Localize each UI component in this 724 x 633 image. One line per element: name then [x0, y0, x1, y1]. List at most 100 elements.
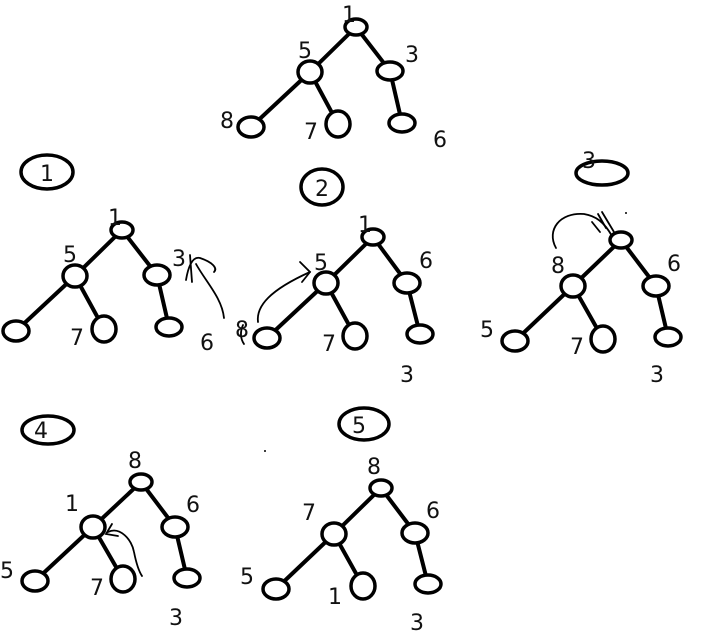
tree-node: [236, 115, 266, 139]
node-label: 6: [426, 499, 440, 524]
node-label: 6: [433, 128, 447, 153]
node-label: 5: [63, 243, 77, 268]
node-label: 7: [322, 332, 336, 357]
tree-node: [392, 271, 422, 295]
node-label: 8: [367, 455, 381, 480]
tree-node: [413, 573, 443, 595]
edge: [249, 70, 312, 129]
tree-step-1: 1 1 5 3 7 6: [1, 153, 245, 356]
node-label: 8: [128, 449, 142, 474]
tree-node: [324, 109, 352, 139]
edge: [513, 284, 575, 343]
edge: [14, 274, 77, 333]
node-label: 5: [298, 39, 312, 64]
tree-node: [312, 270, 340, 296]
tree-node: [128, 472, 154, 492]
node-label: 6: [419, 249, 433, 274]
tree-node: [296, 59, 324, 85]
node-label: 6: [200, 331, 214, 356]
tree-node: [261, 577, 291, 601]
step-badge: [299, 167, 345, 207]
node-label: 3: [169, 606, 183, 631]
node-label: 5: [240, 565, 254, 590]
step-badge: [19, 153, 75, 191]
tree-node: [252, 326, 282, 350]
tree-node: [405, 323, 435, 345]
tree-node: [79, 514, 107, 540]
step-badge: [574, 159, 630, 187]
tree-step-3: 3 8 6 5 7 3: [480, 149, 683, 388]
swap-arrow: [256, 271, 311, 323]
node-label: 7: [302, 501, 316, 526]
step-number: 3: [582, 149, 596, 174]
node-label: 3: [410, 611, 424, 633]
swap-arrow: [107, 529, 143, 577]
tree-node: [360, 227, 386, 247]
swap-arrow: [104, 523, 119, 537]
stray-dot: [264, 450, 266, 452]
node-label: 6: [667, 252, 681, 277]
node-label: 3: [400, 363, 414, 388]
swap-arrow: [299, 261, 312, 283]
node-label: 5: [0, 559, 14, 584]
tree-node: [341, 321, 369, 351]
tree-node: [172, 567, 202, 589]
tree-step-4: 4 8 1 6 5 7 3: [0, 414, 202, 631]
tree-node: [589, 324, 617, 354]
step-badge: [337, 406, 391, 442]
tree-node: [109, 564, 137, 594]
tree-node: [653, 326, 683, 348]
tree-node: [400, 521, 430, 545]
node-label: 1: [358, 213, 372, 238]
node-label: 7: [70, 326, 84, 351]
node-label: 8: [551, 254, 565, 279]
tree-node: [154, 316, 184, 338]
tree-node: [641, 274, 671, 298]
tree-node: [559, 273, 587, 299]
step-number: 1: [40, 162, 54, 187]
step-number: 5: [352, 414, 366, 439]
tree-node: [20, 569, 50, 593]
node-label: 3: [405, 43, 419, 68]
step-number: 4: [34, 419, 48, 444]
tree-node: [375, 60, 405, 82]
tree-node: [343, 17, 369, 37]
tree-step-2: 2 1 5 6 8 7 3: [235, 167, 435, 388]
tree-step-5: 5 8 7 6 5 1 3: [240, 406, 443, 633]
tree-node: [109, 220, 135, 240]
swap-arrow: [185, 256, 225, 319]
tree-node: [387, 112, 417, 134]
tree-node: [142, 263, 172, 287]
node-label: 1: [108, 206, 122, 231]
node-label: 8: [220, 109, 234, 134]
node-label: 6: [186, 493, 200, 518]
tree-node: [160, 515, 190, 539]
node-label: 7: [570, 335, 584, 360]
node-label: 1: [65, 492, 79, 517]
swap-arrow: [189, 254, 193, 283]
tree-node: [90, 314, 118, 344]
node-label: 5: [480, 318, 494, 343]
tree-node: [608, 230, 634, 250]
tree-node: [368, 478, 394, 498]
node-label: 1: [342, 3, 356, 28]
step-number: 2: [315, 177, 329, 202]
node-label: 5: [314, 251, 328, 276]
step-badge: [20, 414, 76, 446]
node-label: 8: [235, 318, 249, 343]
node-label: 7: [90, 576, 104, 601]
tree-node: [61, 263, 89, 289]
swap-arrow: [239, 324, 245, 345]
tree-node: [1, 319, 31, 343]
swap-arrow: [551, 213, 613, 249]
node-label: 1: [328, 585, 342, 610]
edge: [265, 281, 328, 340]
tree-node: [320, 521, 348, 547]
tree-initial: 1 5 3 8 7 6: [220, 3, 447, 153]
tree-node: [500, 329, 530, 353]
edge: [274, 532, 336, 591]
tree-node: [349, 571, 377, 601]
node-label: 3: [650, 363, 664, 388]
node-label: 7: [304, 120, 318, 145]
